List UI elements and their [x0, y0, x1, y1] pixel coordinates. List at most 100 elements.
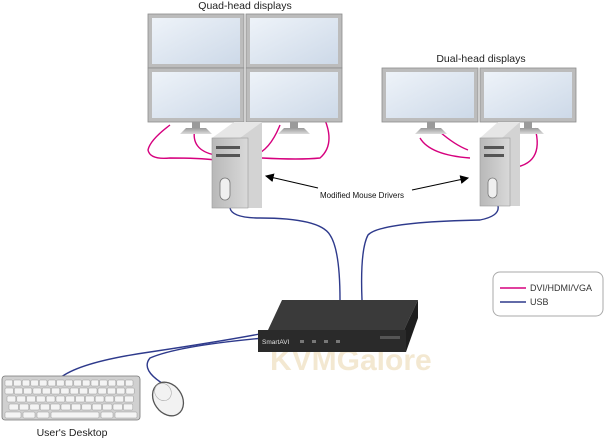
drive-bay [484, 154, 504, 157]
keyboard-key [16, 395, 26, 403]
mouse-button [154, 383, 172, 401]
keyboard-key [81, 403, 92, 411]
legend: DVI/HDMI/VGA USB [492, 271, 604, 317]
keyboard-key [104, 395, 115, 403]
monitor-stand [427, 122, 435, 130]
legend-label-usb: USB [530, 297, 549, 307]
switch-led [312, 340, 316, 343]
keyboard-key [8, 403, 19, 411]
video-cable [147, 124, 216, 161]
keyboard-key [60, 403, 71, 411]
legend-box [492, 271, 604, 317]
monitor-screen [250, 18, 338, 64]
keyboard-key [99, 379, 108, 387]
keyboard-key [107, 379, 116, 387]
switch-top [268, 300, 418, 330]
drive-bay [484, 146, 504, 149]
legend-label-video: DVI/HDMI/VGA [530, 283, 592, 293]
keyboard-key [22, 379, 31, 387]
power-button [219, 177, 231, 201]
keyboard-key [116, 387, 126, 395]
keyboard-key [123, 403, 134, 411]
keyboard-key [32, 387, 42, 395]
switch-side [404, 300, 418, 352]
keyboard-key [124, 395, 134, 403]
monitor-stand [524, 122, 532, 130]
right-computer-tower [479, 122, 520, 207]
keyboard-key [47, 379, 56, 387]
keyboard-key [19, 403, 29, 411]
keyboard-key [79, 387, 88, 395]
keyboard-key [90, 379, 99, 387]
mouse [151, 381, 185, 417]
keyboard-key [36, 411, 50, 419]
monitor-stand [278, 128, 310, 134]
keyboard-key [102, 403, 113, 411]
arrow-left [264, 173, 319, 189]
keyboard-key [88, 387, 98, 395]
modified-drivers-label: Modified Mouse Drivers [320, 191, 404, 200]
keyboard-key [4, 379, 13, 387]
keyboard-key [94, 395, 105, 403]
users-desktop-label: User's Desktop [37, 427, 108, 439]
keyboard-key [65, 395, 75, 403]
keyboard-key [116, 379, 125, 387]
keyboard-key [100, 411, 114, 419]
keyboard-key [4, 387, 14, 395]
quad-head-title: Quad-head displays [198, 0, 291, 12]
keyboard-key [29, 403, 40, 411]
dual-head-title: Dual-head displays [436, 53, 525, 65]
monitor-stand [290, 122, 298, 130]
usb-cable [146, 336, 276, 386]
keyboard-key [85, 395, 95, 403]
drive-bay [216, 154, 240, 157]
keyboard-key [64, 379, 73, 387]
quad-head-displays [147, 13, 343, 134]
keyboard-key [13, 379, 22, 387]
keyboard-key [56, 379, 65, 387]
switch-front [258, 330, 406, 352]
monitor-screen [250, 72, 338, 118]
video-cable [261, 119, 330, 160]
keyboard-key [69, 387, 79, 395]
keyboard-key [91, 403, 102, 411]
keyboard-key [39, 379, 48, 387]
keyboard-key [40, 403, 50, 411]
keyboard-key [55, 395, 66, 403]
keyboard-key [22, 411, 36, 419]
monitor-screen [484, 72, 572, 118]
usb-cable [59, 331, 271, 379]
switch-port [380, 336, 400, 339]
keyboard-key [125, 387, 135, 395]
keyboard-key [75, 395, 85, 403]
video-cable [419, 137, 471, 159]
keyboard-key [36, 395, 46, 403]
keyboard-key [23, 387, 33, 395]
arrow-right [411, 175, 470, 191]
keyboard-keys [4, 379, 138, 419]
keyboard-key [114, 411, 138, 419]
keyboard-key [42, 387, 51, 395]
keyboard-key [112, 403, 123, 411]
switch-brand: SmartAVI [262, 339, 290, 346]
monitor-stand [415, 128, 447, 134]
keyboard-key [4, 411, 22, 419]
dual-head-displays [381, 67, 577, 134]
monitor-stand [192, 122, 200, 130]
keyboard-key [46, 395, 56, 403]
keyboard-key [71, 403, 82, 411]
keyboard [1, 375, 141, 421]
keyboard-key [125, 379, 134, 387]
keyboard-key [97, 387, 107, 395]
left-computer-tower [211, 122, 262, 209]
monitor-stand [180, 128, 212, 134]
monitor-screen [152, 72, 240, 118]
tower-top [212, 122, 262, 138]
monitor-screen [152, 18, 240, 64]
keyboard-key [114, 395, 124, 403]
monitor-screen [386, 72, 474, 118]
switch-led [324, 340, 328, 343]
keyboard-key [50, 403, 61, 411]
switch-led [336, 340, 340, 343]
